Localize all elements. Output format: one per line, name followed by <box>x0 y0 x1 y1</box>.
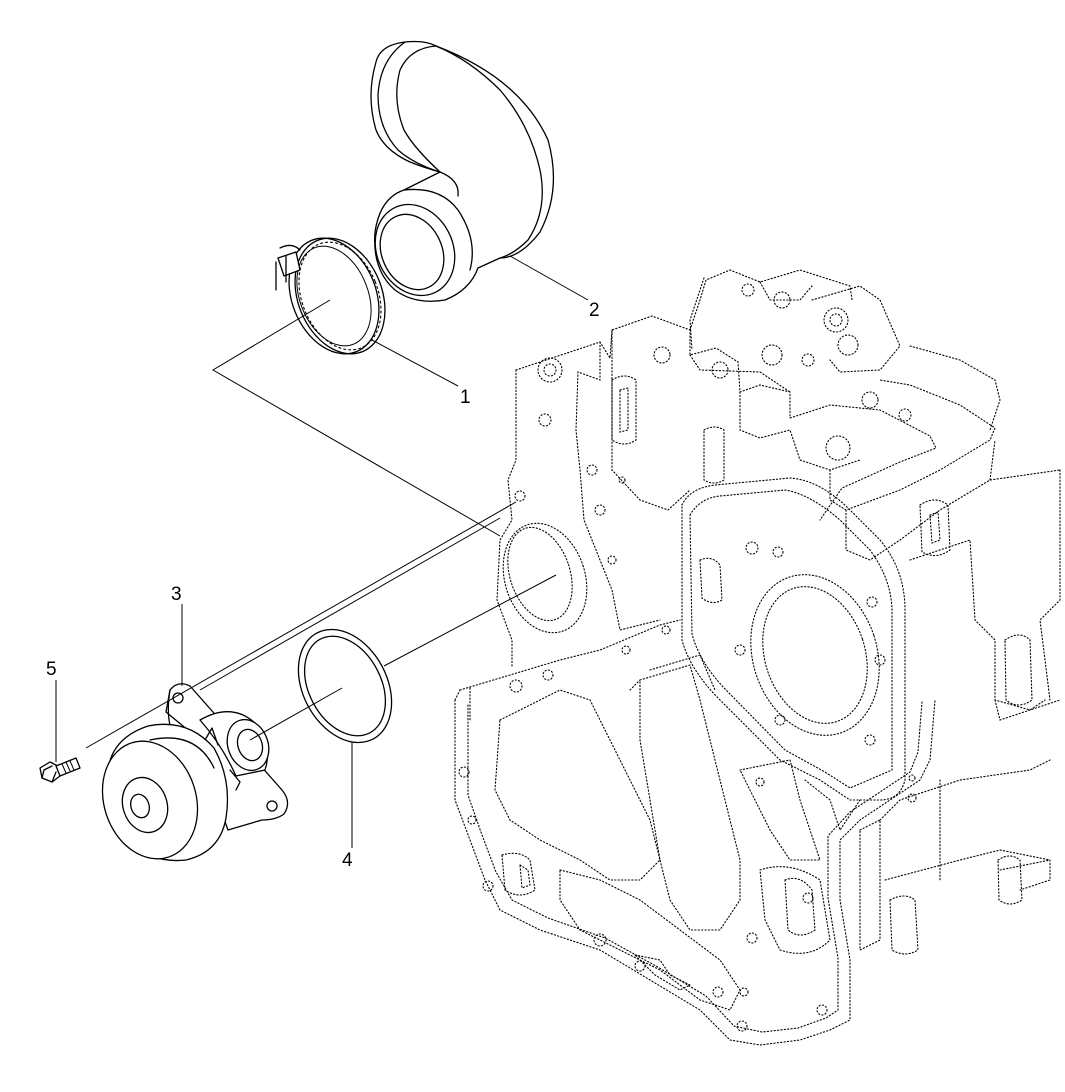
gasket-ring <box>297 628 393 744</box>
callout-5: 5 <box>46 659 57 680</box>
callout-labels: 1 2 3 4 5 <box>46 300 600 871</box>
callout-3: 3 <box>171 584 182 605</box>
assembly-lines <box>85 299 557 749</box>
callout-4: 4 <box>342 850 353 871</box>
hose-clamp <box>275 237 386 355</box>
water-pump <box>101 683 289 862</box>
callout-leaders <box>55 255 589 848</box>
engine-block <box>454 269 1061 1046</box>
callout-1: 1 <box>460 387 471 408</box>
callout-2: 2 <box>589 300 600 321</box>
bolt <box>39 757 81 783</box>
hose <box>370 40 555 302</box>
